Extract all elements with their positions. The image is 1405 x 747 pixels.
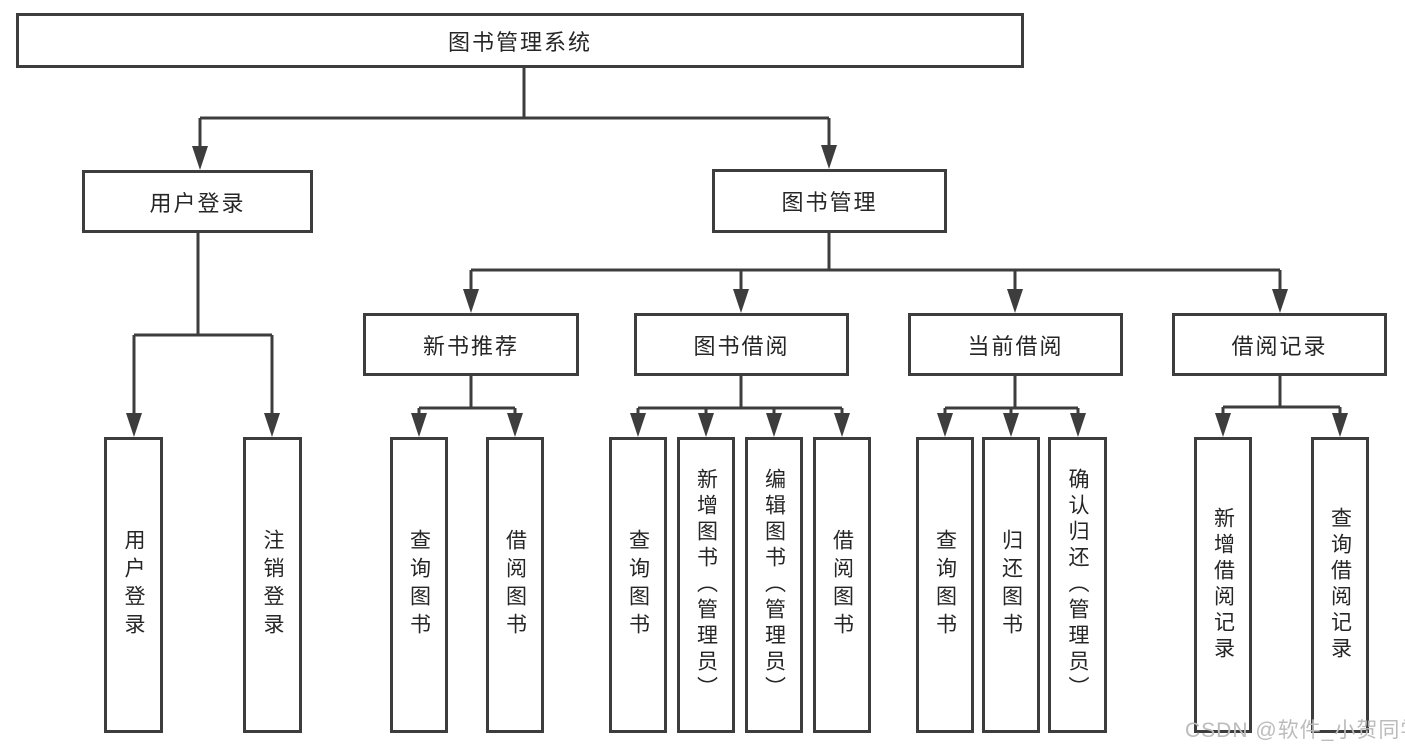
leaf-return-book-label: 归还图书 <box>999 529 1023 641</box>
node-book-borrow: 图书借阅 <box>634 313 849 376</box>
csdn-watermark: CSDN @软件_小贺同学 <box>1185 719 1405 742</box>
leaf-query-books-recommend: 查询图书 <box>390 437 448 733</box>
leaf-add-book-admin: 新增图书（管理员） <box>677 437 735 733</box>
leaf-query-books-recommend-label: 查询图书 <box>407 529 431 641</box>
leaf-borrow-books-borrow-label: 借阅图书 <box>830 529 854 641</box>
leaf-add-borrow-record-label: 新增借阅记录 <box>1211 507 1235 663</box>
node-book-management-label: 图书管理 <box>781 190 878 215</box>
node-root: 图书管理系统 <box>16 13 1024 68</box>
node-user-login-label: 用户登录 <box>149 190 246 216</box>
node-user-login: 用户登录 <box>82 170 313 233</box>
leaf-borrow-books-recommend: 借阅图书 <box>486 437 544 733</box>
leaf-confirm-return-admin-label: 确认归还（管理员） <box>1066 468 1089 702</box>
leaf-confirm-return-admin: 确认归还（管理员） <box>1048 437 1107 733</box>
node-book-management: 图书管理 <box>712 169 947 233</box>
node-borrow-records-label: 借阅记录 <box>1231 333 1328 359</box>
leaf-borrow-books-borrow: 借阅图书 <box>813 437 871 733</box>
node-root-label: 图书管理系统 <box>447 29 592 55</box>
leaf-query-books-current: 查询图书 <box>916 437 974 733</box>
node-current-borrow: 当前借阅 <box>908 313 1123 376</box>
leaf-add-borrow-record: 新增借阅记录 <box>1194 437 1252 733</box>
leaf-logout-label: 注销登录 <box>261 529 284 641</box>
leaf-query-borrow-record: 查询借阅记录 <box>1311 437 1369 733</box>
node-borrow-records: 借阅记录 <box>1172 313 1387 376</box>
leaf-user-login: 用户登录 <box>104 437 163 733</box>
leaf-edit-book-admin: 编辑图书（管理员） <box>745 437 803 733</box>
leaf-query-books-current-label: 查询图书 <box>933 529 957 641</box>
leaf-borrow-books-recommend-label: 借阅图书 <box>503 529 527 641</box>
leaf-edit-book-admin-label: 编辑图书（管理员） <box>762 468 786 702</box>
node-new-book-recommend-label: 新书推荐 <box>422 333 519 359</box>
leaf-add-book-admin-label: 新增图书（管理员） <box>694 468 718 702</box>
leaf-return-book: 归还图书 <box>982 437 1040 733</box>
node-current-borrow-label: 当前借阅 <box>967 333 1064 359</box>
node-book-borrow-label: 图书借阅 <box>693 333 790 359</box>
leaf-query-borrow-record-label: 查询借阅记录 <box>1328 507 1352 663</box>
leaf-user-login-label: 用户登录 <box>122 529 145 641</box>
leaf-query-books-borrow-label: 查询图书 <box>626 529 650 641</box>
node-new-book-recommend: 新书推荐 <box>363 313 579 376</box>
leaf-logout: 注销登录 <box>243 437 302 733</box>
leaf-query-books-borrow: 查询图书 <box>609 437 667 733</box>
